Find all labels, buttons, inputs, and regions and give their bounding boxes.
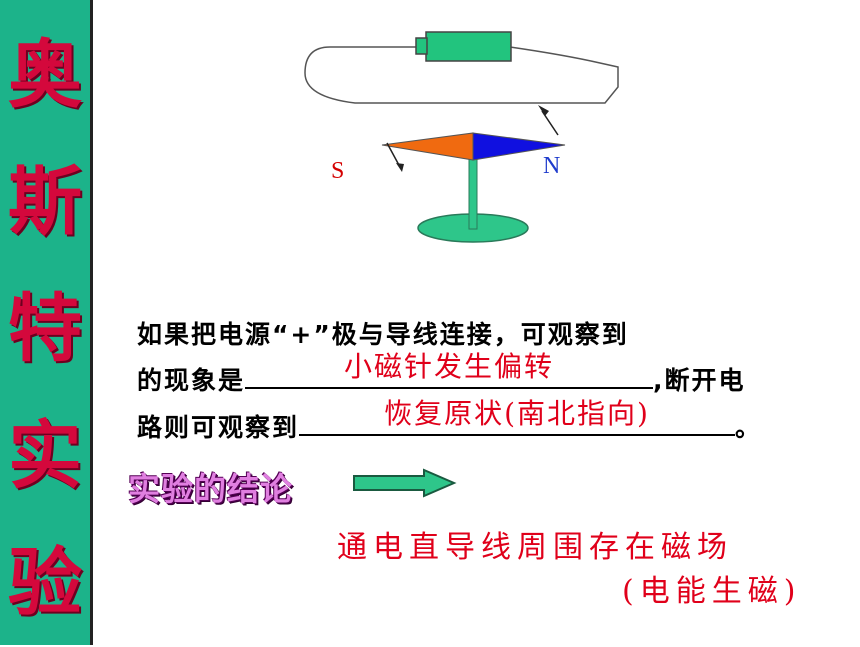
answer-blank-1: 小磁针发生偏转 [245,350,654,389]
sidebar-title-char: 奥 [8,32,82,118]
battery [425,31,512,62]
needle-south-half [381,132,474,161]
conclusion-label: 实验的结论 [128,470,294,508]
question-line-3-prefix: 路则可观察到 [137,413,300,442]
sidebar-title-char: 实 [8,413,82,499]
question-line-2-suffix: ,断开电 [653,366,746,395]
oersted-apparatus-diagram [304,31,619,243]
pole-label-north: N [543,153,561,179]
question-line-2: 的现象是 小磁针发生偏转 ,断开电 [137,350,746,397]
needle-stand-pole [468,156,478,230]
question-line-1: 如果把电源“+”极与导线连接，可观察到 [137,320,629,349]
conclusion-result-line-2: (电能生磁) [622,574,802,609]
sidebar-title-char: 斯 [8,159,82,245]
sidebar-title-char: 验 [8,540,82,626]
answer-2: 恢复原状(南北指向) [384,397,650,430]
question-line-3-suffix: 。 [735,413,763,442]
sidebar-panel: 奥 斯 特 实 验 [0,0,93,645]
sidebar-title-char: 特 [8,286,82,372]
sidebar-title: 奥 斯 特 实 验 [0,12,90,647]
wire-loop [304,46,619,104]
needle-north-half [472,132,566,161]
pole-label-south: S [331,158,345,184]
wire-pointer-arrowhead [538,105,549,116]
deflection-arrow [386,142,401,168]
battery-terminal [415,37,428,55]
right-arrow-icon [353,468,457,498]
conclusion-result-line-1: 通电直导线周围存在磁场 [337,530,733,565]
question-line-2-prefix: 的现象是 [137,366,246,395]
question-line-3: 路则可观察到 恢复原状(南北指向) 。 [137,397,763,444]
deflection-arrowhead [396,163,404,172]
answer-1: 小磁针发生偏转 [344,350,555,383]
answer-blank-2: 恢复原状(南北指向) [299,397,736,436]
